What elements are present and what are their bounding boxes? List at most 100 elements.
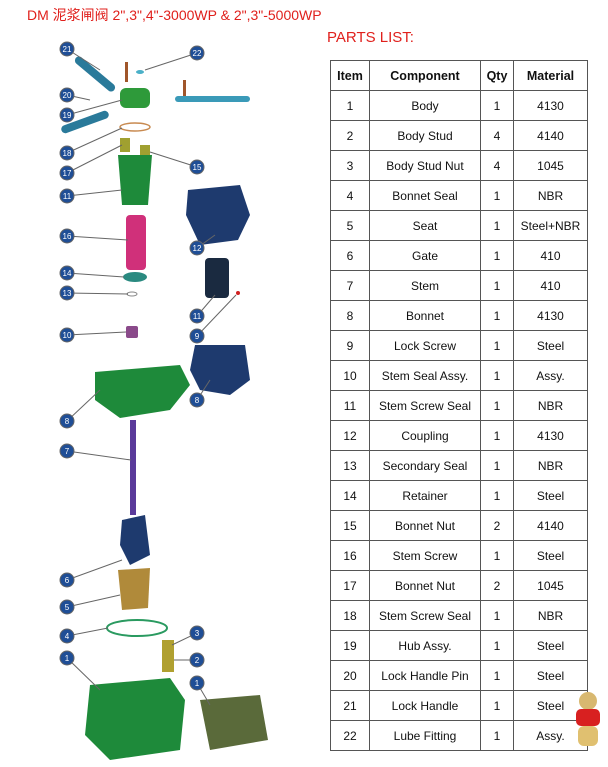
cell-material: Steel [513,660,588,691]
cell-material: NBR [513,600,588,631]
leader-line [66,272,125,278]
cell-qty: 2 [480,510,514,541]
stud-icon [162,640,174,672]
cell-qty: 1 [480,360,514,391]
cell-material: 4130 [513,300,588,331]
cell-item: 15 [330,510,370,541]
cell-material: 410 [513,240,588,271]
cell-qty: 1 [480,450,514,481]
callout-number: 14 [63,269,72,278]
callout-badge [59,599,75,615]
callout-number: 7 [65,447,70,456]
callout-number: 10 [63,331,72,340]
callout-number: 3 [195,629,200,638]
cell-qty: 1 [480,480,514,511]
cell-item: 8 [330,300,370,331]
header-item: Item [330,60,370,91]
cell-item: 9 [330,330,370,361]
hub-icon [120,88,150,108]
cell-component: Body [369,90,481,121]
cell-qty: 1 [480,630,514,661]
callout-number: 11 [193,312,202,321]
callout-badge [189,392,205,408]
callout-badge [189,159,205,175]
callout-badge [189,328,205,344]
callout-number: 1 [195,679,200,688]
cell-qty: 1 [480,90,514,121]
cell-qty: 1 [480,180,514,211]
callout-badge [189,308,205,324]
cell-qty: 1 [480,330,514,361]
cell-component: Body Stud [369,120,481,151]
cell-component: Lock Screw [369,330,481,361]
cell-material: NBR [513,450,588,481]
callout-number: 9 [195,332,200,341]
cell-component: Bonnet [369,300,481,331]
cell-item: 6 [330,240,370,271]
cell-material: Steel [513,330,588,361]
cell-material: 4130 [513,420,588,451]
callout-badge [189,45,205,61]
cell-component: Hub Assy. [369,630,481,661]
callout-number: 13 [63,289,72,298]
callout-number: 2 [195,656,200,665]
cell-material: Assy. [513,720,588,751]
leader-line [66,331,127,336]
cell-material: 4130 [513,90,588,121]
coupling-icon [186,185,250,245]
bonnet-top-icon [190,345,250,395]
lube-fitting-icon [136,70,144,74]
callout-number: 17 [63,169,72,178]
callout-number: 19 [63,111,72,120]
cell-item: 1 [330,90,370,121]
callout-badge [59,572,75,588]
cell-item: 20 [330,660,370,691]
callout-number: 6 [65,576,70,585]
leader-line [66,450,132,461]
cell-qty: 1 [480,660,514,691]
handle-icon [61,110,109,134]
callout-badge [189,652,205,668]
parts-list-title: PARTS LIST: [327,29,414,46]
stem-icon [130,420,136,515]
cell-material: Steel+NBR [513,210,588,241]
cell-material: 4140 [513,120,588,151]
cell-component: Body Stud Nut [369,150,481,181]
callout-badge [59,165,75,181]
cell-qty: 1 [480,600,514,631]
cell-component: Stem Screw [369,540,481,571]
seal-ring-icon [119,122,151,132]
cell-item: 21 [330,690,370,721]
cell-item: 12 [330,420,370,451]
cell-qty: 1 [480,540,514,571]
cell-qty: 1 [480,720,514,751]
retainer-ring-icon [123,272,147,282]
cell-material: Steel [513,540,588,571]
callout-number: 8 [195,396,200,405]
leader-line [149,151,198,168]
table-header-row: Item Component Qty Material [330,60,588,91]
cell-qty: 1 [480,690,514,721]
callout-badge [59,265,75,281]
body-small-icon [200,695,268,750]
callout-badge [189,675,205,691]
cell-qty: 1 [480,210,514,241]
callout-badge [59,228,75,244]
cell-component: Bonnet Nut [369,510,481,541]
cell-component: Stem Screw Seal [369,600,481,631]
cell-item: 18 [330,600,370,631]
